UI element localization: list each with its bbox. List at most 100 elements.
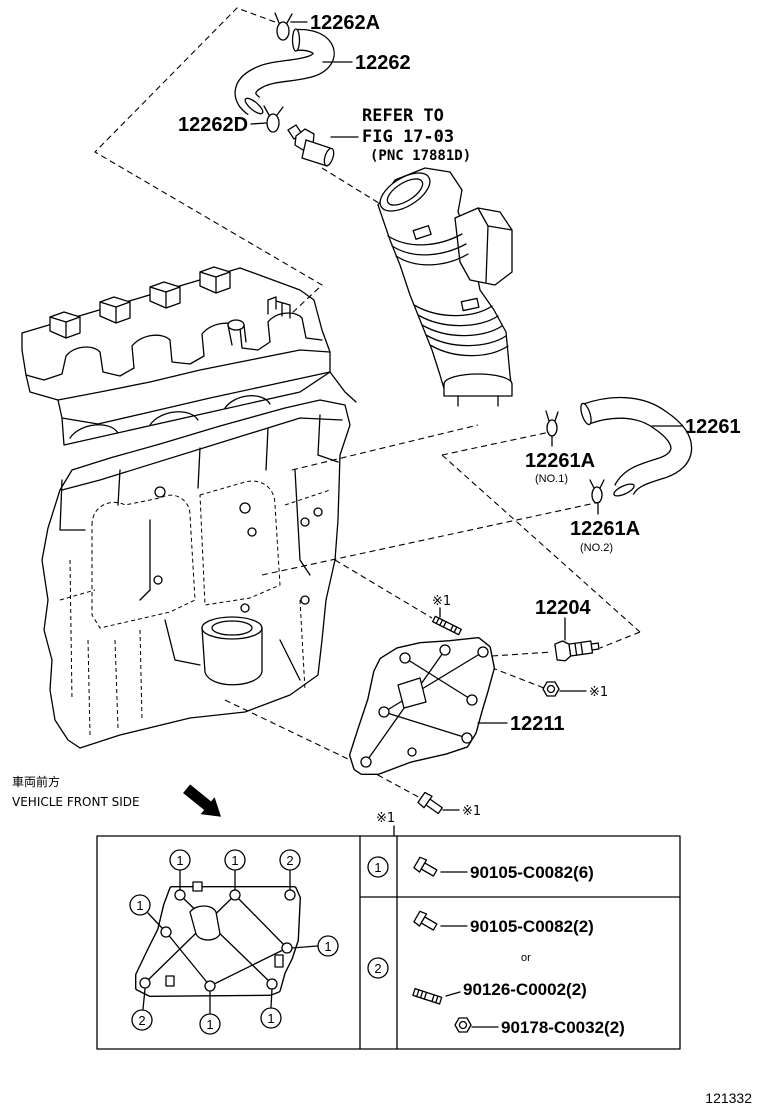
cover-plate-hole bbox=[399, 652, 411, 664]
row2-part-number-b[interactable]: 90126-C0002(2) bbox=[463, 980, 587, 999]
inset-callout-circle bbox=[129, 894, 151, 916]
clip-ring bbox=[546, 419, 558, 437]
hose-clamp-upper bbox=[412, 225, 432, 240]
hose-clamp-lower bbox=[460, 297, 480, 312]
water-hose-body bbox=[582, 398, 691, 496]
mark-nut: ※1 bbox=[589, 685, 608, 700]
bolt-head bbox=[417, 791, 433, 809]
inset-leader bbox=[147, 912, 163, 929]
block-front-details bbox=[59, 414, 339, 681]
inset-callout-circle bbox=[131, 1009, 153, 1031]
label-12204[interactable]: 12204 bbox=[535, 597, 591, 619]
refer-line-3: (PNC 17881D) bbox=[370, 148, 471, 164]
head-ports bbox=[61, 371, 331, 446]
flange-bolt bbox=[417, 791, 443, 815]
breather-hose bbox=[234, 28, 335, 116]
cover-plate-face bbox=[350, 638, 494, 774]
valve-cover-boss bbox=[199, 266, 231, 294]
leader-lines bbox=[250, 21, 683, 811]
part-labels: 12262A 12262 12262D REFER TO FIG 17-03 (… bbox=[12, 12, 741, 819]
refer-line-1: REFER TO bbox=[362, 106, 444, 126]
guide-line-fitting bbox=[321, 167, 383, 206]
clip-tabs bbox=[545, 410, 559, 422]
inset-callout-number: 1 bbox=[206, 1017, 213, 1032]
guide-line-sensor bbox=[599, 631, 641, 649]
cover-plate-hole bbox=[378, 706, 390, 718]
inset-callout-circle bbox=[169, 849, 191, 871]
mark-stud: ※1 bbox=[432, 594, 451, 609]
intake-hose-opening-inner bbox=[386, 178, 424, 206]
cover-plate-hole bbox=[461, 732, 473, 744]
cover-plate-outlet bbox=[397, 677, 427, 709]
label-12262A[interactable]: 12262A bbox=[310, 12, 380, 34]
block-bolt-boss bbox=[239, 502, 251, 514]
row2-key-circle bbox=[367, 957, 389, 979]
hose-clip-no2 bbox=[589, 479, 605, 504]
head-lower-edge bbox=[25, 349, 331, 401]
row2-part-number-c[interactable]: 90178-C0032(2) bbox=[501, 1018, 625, 1037]
inset-callout-number: 1 bbox=[267, 1011, 274, 1026]
clip-ring bbox=[266, 113, 280, 133]
label-12262[interactable]: 12262 bbox=[355, 52, 411, 74]
inset-hole bbox=[229, 889, 241, 901]
pcv-nozzle-top bbox=[227, 319, 245, 331]
block-deck-line bbox=[61, 417, 343, 491]
inset-hole bbox=[139, 977, 151, 989]
inset-callout-number: 2 bbox=[286, 853, 293, 868]
row2-key: 2 bbox=[374, 961, 381, 976]
flange-nut bbox=[542, 681, 560, 697]
row2-or: or bbox=[521, 952, 531, 964]
engine-cylinder-block bbox=[41, 399, 351, 749]
breather-fitting bbox=[287, 124, 335, 167]
water-hose-end-bottom bbox=[613, 483, 635, 497]
vehicle-front-arrow bbox=[183, 784, 222, 817]
engine-cylinder-head bbox=[21, 266, 357, 446]
guide-line-hose-lower bbox=[261, 501, 601, 576]
refer-line-2[interactable]: FIG 17-03 bbox=[362, 127, 454, 147]
row2-part-number-a[interactable]: 90105-C0082(2) bbox=[470, 917, 594, 936]
valve-cover-boss bbox=[149, 281, 181, 309]
inset-hole bbox=[204, 980, 216, 992]
hose-clip-no1 bbox=[545, 410, 559, 437]
inset-leader bbox=[142, 988, 146, 1010]
inset-hole bbox=[266, 978, 278, 990]
row2-bolt-icon bbox=[413, 910, 438, 931]
sensor-ridges bbox=[574, 641, 584, 656]
row1-part-number[interactable]: 90105-C0082(6) bbox=[470, 863, 594, 882]
pcv-nozzle-body bbox=[227, 324, 247, 346]
block-bolt-boss bbox=[300, 517, 310, 527]
block-hidden-jacket-1 bbox=[91, 494, 196, 629]
head-right-end bbox=[239, 267, 331, 373]
inset-callout-leaders bbox=[142, 870, 318, 1014]
inset-callout-circle bbox=[224, 849, 246, 871]
label-12261[interactable]: 12261 bbox=[685, 416, 741, 438]
intake-hose-opening bbox=[379, 172, 431, 212]
inset-callout-number: 2 bbox=[138, 1013, 145, 1028]
label-12262D[interactable]: 12262D bbox=[178, 114, 248, 136]
bolt-shank bbox=[420, 862, 438, 877]
inset-callout-circle bbox=[317, 935, 339, 957]
clip-tabs bbox=[263, 105, 284, 116]
cover-plate bbox=[349, 637, 495, 775]
valve-cover-boss bbox=[49, 311, 81, 339]
cover-plate-hole bbox=[360, 756, 372, 768]
stud-bolt bbox=[432, 615, 462, 636]
sensor-connector bbox=[590, 642, 600, 651]
nut-hex bbox=[542, 681, 560, 697]
label-12261A-no1[interactable]: 12261A bbox=[525, 450, 595, 472]
water-inlet-boss-body bbox=[201, 627, 263, 686]
block-hidden-jacket-2 bbox=[199, 480, 281, 606]
stud-shank bbox=[412, 988, 443, 1005]
block-bolt-boss bbox=[300, 595, 310, 605]
note-no1: (NO.1) bbox=[535, 473, 568, 485]
label-12211[interactable]: 12211 bbox=[510, 713, 565, 735]
label-12261A-no2[interactable]: 12261A bbox=[570, 518, 640, 540]
fitting-end bbox=[323, 147, 335, 167]
breather-hose-end-top bbox=[291, 28, 301, 52]
mark-bolt: ※1 bbox=[462, 804, 481, 819]
cover-plate-hole bbox=[407, 747, 417, 757]
row1-bolt-icon bbox=[413, 856, 438, 877]
inset-plate-ribs bbox=[144, 894, 288, 987]
valve-cover-boss bbox=[99, 296, 131, 324]
cover-plate-hole bbox=[439, 644, 451, 656]
